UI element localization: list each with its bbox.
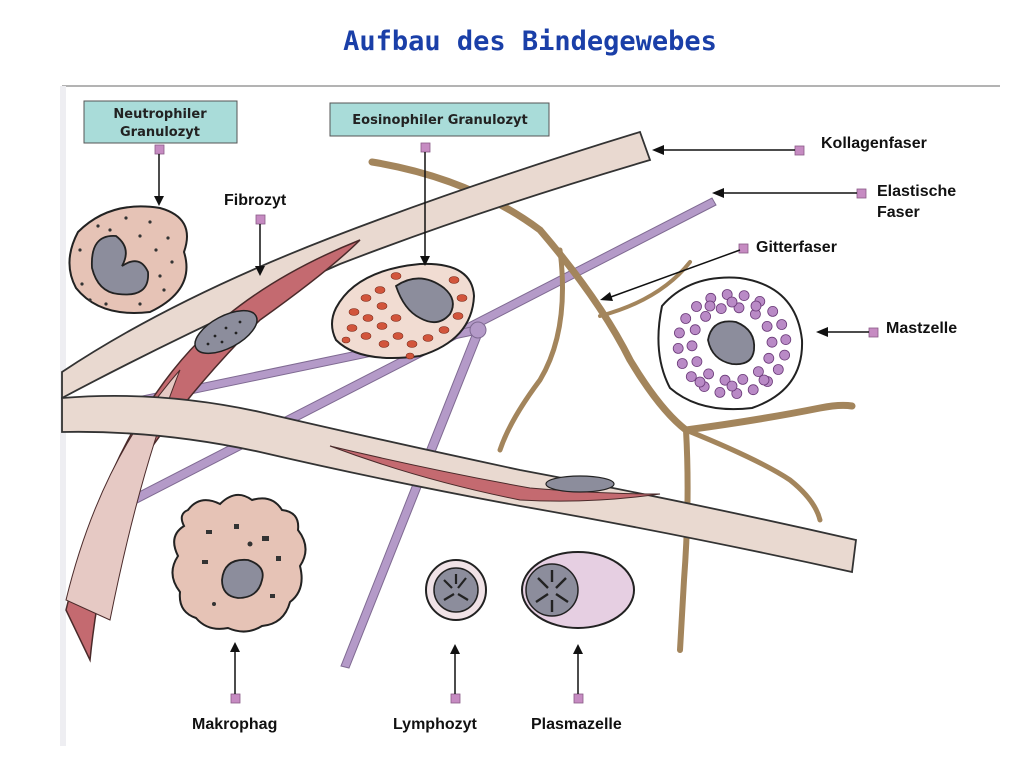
mast-granule bbox=[691, 356, 703, 368]
fibrozyt-label: Fibrozyt bbox=[224, 192, 287, 209]
mast-granule bbox=[703, 368, 714, 380]
mast-granule bbox=[767, 305, 779, 317]
mast-granule bbox=[726, 380, 738, 392]
mast-granule bbox=[753, 366, 764, 378]
mast-granule bbox=[676, 358, 688, 369]
mast-granule bbox=[763, 352, 775, 364]
lymphozyt-label: Lymphozyt bbox=[393, 716, 478, 733]
fibrocyte-nucleus bbox=[194, 309, 258, 355]
neutrophil-label-box bbox=[83, 100, 238, 144]
mast-granule bbox=[714, 386, 726, 398]
mast-granule bbox=[766, 336, 778, 348]
plasma-cell bbox=[521, 551, 635, 629]
mastzelle-label: Mastzelle bbox=[886, 320, 957, 337]
mast-granule bbox=[719, 374, 731, 386]
eosinophil-label: Eosinophiler Granulozyt bbox=[352, 113, 527, 128]
macrophage-cell bbox=[171, 493, 307, 633]
mast-granule bbox=[715, 303, 727, 315]
mast-granule bbox=[674, 327, 685, 339]
mast-granule bbox=[733, 302, 745, 314]
mast-granule bbox=[737, 373, 749, 385]
mast-granule bbox=[758, 374, 770, 386]
kollagenfaser-label: Kollagenfaser bbox=[821, 135, 927, 152]
mast-granule bbox=[700, 310, 711, 322]
mast-granule bbox=[685, 371, 697, 383]
mast-granule bbox=[780, 334, 792, 346]
collagen-fiber-lower bbox=[61, 394, 857, 574]
mast-granule bbox=[747, 384, 759, 396]
lymphocyte-cell bbox=[425, 559, 487, 621]
elastische-faser-label-line2: Faser bbox=[877, 204, 920, 221]
mast-granule bbox=[726, 296, 738, 308]
eosinophil-cell bbox=[331, 262, 476, 360]
makrophag-label: Makrophag bbox=[192, 716, 277, 733]
mast-granule bbox=[738, 290, 750, 302]
elastische-faser-label-line1: Elastische bbox=[877, 183, 956, 200]
mast-granule bbox=[731, 388, 743, 399]
mast-granule bbox=[686, 340, 698, 352]
mast-granule bbox=[776, 319, 788, 330]
neutrophil-cell bbox=[68, 205, 188, 314]
page-title: Aufbau des Bindegewebes bbox=[343, 26, 717, 57]
pointer-arrows bbox=[154, 142, 879, 704]
plasmazelle-label: Plasmazelle bbox=[531, 716, 622, 733]
mast-granule bbox=[691, 301, 702, 312]
mast-granule bbox=[721, 289, 733, 300]
mast-cell bbox=[657, 276, 804, 411]
eosinophil-label-box bbox=[329, 102, 550, 137]
mast-granule bbox=[761, 320, 773, 332]
mast-granule bbox=[704, 300, 716, 312]
neutrophil-label-line1: Neutrophiler bbox=[113, 107, 207, 122]
mast-granule bbox=[750, 300, 762, 312]
mast-granule bbox=[689, 324, 701, 336]
mast-granule bbox=[680, 313, 692, 324]
mast-granule bbox=[772, 364, 784, 375]
neutrophil-label-line2: Granulozyt bbox=[120, 125, 200, 140]
mast-granule bbox=[672, 342, 684, 354]
gitterfaser-label: Gitterfaser bbox=[756, 239, 837, 256]
mast-granule bbox=[694, 376, 706, 388]
mast-granule bbox=[779, 349, 790, 361]
